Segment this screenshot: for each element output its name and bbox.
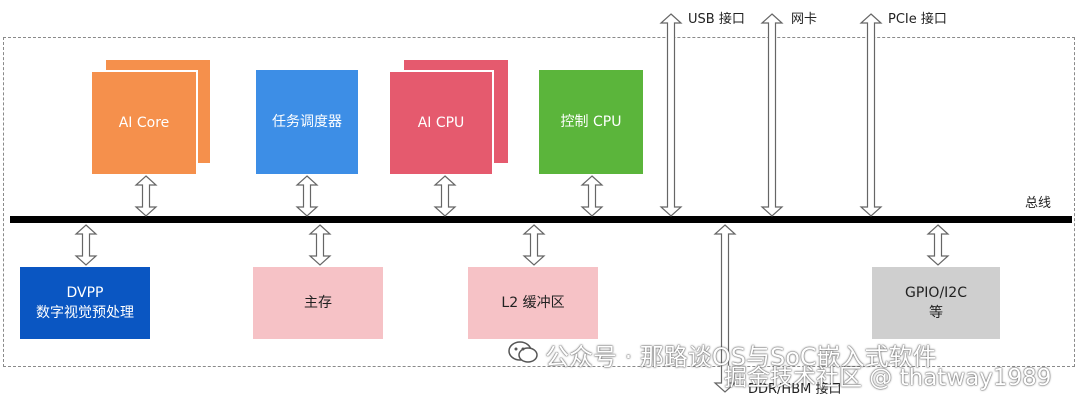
ai-core-bus-arrow (134, 175, 158, 217)
ddr-hbm-interface-label: DDR/HBM 接口 (748, 382, 842, 397)
l2-buffer-bus-arrow (522, 224, 546, 266)
wechat-icon (508, 341, 538, 363)
dvpp-block: DVPP 数字视觉预处理 (20, 267, 150, 339)
nic-label: 网卡 (791, 12, 818, 27)
ai-core-block: AI Core (92, 70, 198, 174)
pcie-interface-label: PCIe 接口 (888, 12, 947, 27)
ai-cpu-bus-arrow (433, 175, 457, 217)
pcie-interface-arrow (859, 13, 883, 217)
task-scheduler-block: 任务调度器 (256, 70, 358, 174)
system-bus (10, 216, 1072, 223)
gpio-i2c-block: GPIO/I2C 等 (872, 267, 1000, 339)
control-cpu-block: 控制 CPU (539, 70, 643, 174)
main-memory-block: 主存 (253, 267, 383, 339)
chip-boundary (3, 37, 1075, 367)
watermark-wechat-account: 公众号 · 那路谈OS与SoC嵌入式软件 (545, 343, 937, 371)
dvpp-bus-arrow (74, 224, 98, 266)
watermark-juejin-community: 掘金技术社区 @ thatway1989 (724, 365, 1052, 391)
control-cpu-bus-arrow (580, 175, 604, 217)
ai-cpu-block: AI CPU (390, 70, 494, 174)
ddr-hbm-interface-arrow (713, 224, 737, 393)
l2-buffer-block: L2 缓冲区 (468, 267, 598, 339)
main-memory-bus-arrow (308, 224, 332, 266)
gpio-bus-arrow (926, 224, 950, 266)
nic-arrow (760, 13, 784, 217)
task-scheduler-bus-arrow (295, 175, 319, 217)
bus-label: 总线 (1025, 196, 1052, 211)
usb-interface-arrow (659, 13, 683, 217)
usb-interface-label: USB 接口 (688, 12, 745, 27)
